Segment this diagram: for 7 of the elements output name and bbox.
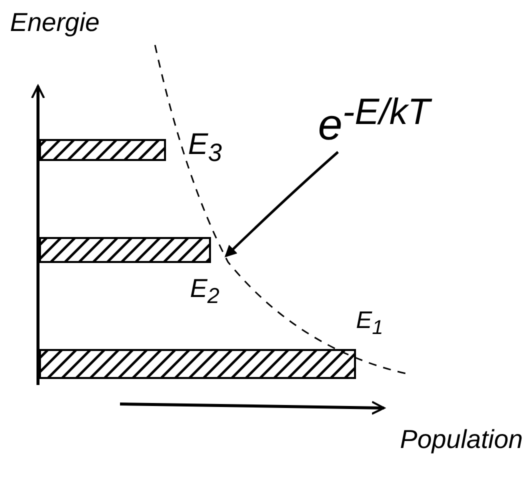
leader-arrow: [224, 151, 339, 258]
level-label: E$_{1}$: [356, 308, 384, 339]
axis-label: Population: [400, 425, 523, 454]
axis-label: Energie: [10, 8, 100, 37]
formula-label: e$^{-E/kT}$: [318, 92, 430, 150]
level-label: E$_{2}$: [190, 274, 220, 308]
level-label: E$_{3}$: [188, 128, 222, 168]
